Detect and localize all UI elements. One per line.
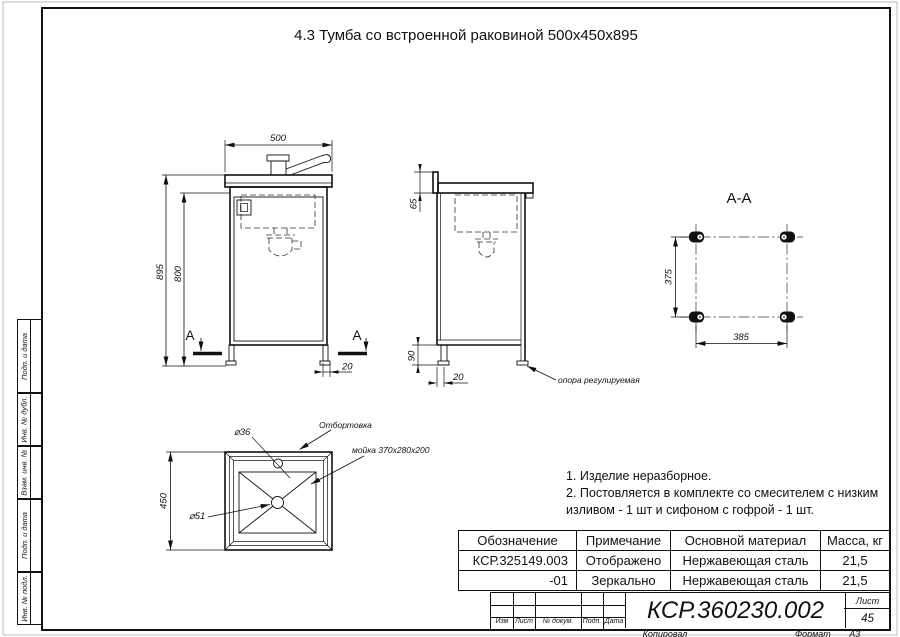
tb-label-dokum: № докум. bbox=[542, 618, 574, 625]
svg-text:500: 500 bbox=[270, 133, 287, 144]
callout-drain-hole: ⌀51 bbox=[189, 504, 271, 522]
svg-text:895: 895 bbox=[155, 263, 166, 280]
drawing-title: 4.3 Тумба со встроенной раковиной 500х45… bbox=[294, 27, 638, 44]
tb-label-podp: Подп. bbox=[582, 618, 602, 625]
svg-text:⌀36: ⌀36 bbox=[234, 427, 251, 438]
svg-text:Отбортовка: Отбортовка bbox=[319, 420, 372, 430]
front-view: 500 895 800 А bbox=[155, 133, 369, 377]
col-header: Основной материал bbox=[670, 530, 821, 551]
dim-front-height-total: 895 bbox=[155, 174, 226, 367]
callout-sink-size: мойка 370х280х200 bbox=[310, 445, 430, 485]
svg-text:375: 375 bbox=[664, 268, 675, 285]
stamp-inv-podl: Инв. № подл. bbox=[17, 572, 42, 625]
svg-text:20: 20 bbox=[341, 362, 353, 373]
format-value: А3 bbox=[849, 629, 861, 637]
spec-row: -01 Зеркально Нержавеющая сталь 21,5 bbox=[458, 570, 890, 591]
stamp-label-col: Взам. инв. № bbox=[18, 447, 31, 498]
drain-hole bbox=[271, 496, 284, 509]
svg-text:опора регулируемая: опора регулируемая bbox=[558, 375, 640, 385]
note-cell: Зеркально bbox=[576, 570, 671, 591]
document-number: КСР.360230.002 bbox=[625, 593, 846, 628]
svg-text:⌀51: ⌀51 bbox=[189, 511, 205, 522]
section-mark-right: А bbox=[338, 328, 369, 356]
note-1: 1. Изделие неразборное. bbox=[566, 469, 712, 483]
spec-header-row: Обозначение Примечание Основной материал… bbox=[458, 530, 890, 551]
tb-label-list: Лист bbox=[514, 618, 534, 625]
svg-text:А: А bbox=[185, 328, 194, 343]
note-cell: Отображено bbox=[576, 550, 671, 571]
designation-cell: -01 bbox=[458, 570, 577, 591]
mass-cell: 21,5 bbox=[820, 550, 890, 571]
callout-faucet-hole: ⌀36 bbox=[234, 427, 291, 479]
stamp-podp-data-2: Подп. и дата bbox=[17, 499, 42, 572]
svg-text:65: 65 bbox=[409, 198, 420, 209]
dim-side-top: 65 bbox=[409, 164, 433, 212]
side-view: 65 90 20 опора bbox=[407, 164, 640, 387]
title-block: Изм Лист № докум. Подп. Дата КСР.360230.… bbox=[490, 592, 891, 630]
dim-side-leg-height: 90 bbox=[407, 337, 449, 373]
hidden-sink-front bbox=[240, 194, 316, 257]
stamp-inv-dubl: Инв. № дубл. bbox=[17, 393, 42, 446]
col-header: Масса, кг bbox=[820, 530, 890, 551]
section-mark-left: А bbox=[185, 328, 222, 356]
sheet-number: 45 bbox=[861, 612, 874, 625]
support-callout: опора регулируемая bbox=[526, 365, 640, 385]
tb-label-izm: Изм bbox=[495, 618, 509, 625]
dim-front-height-body: 800 bbox=[173, 192, 230, 366]
section-aa-view: А-А 375 bbox=[664, 190, 803, 348]
svg-text:90: 90 bbox=[407, 350, 418, 361]
tb-label-data: Дата bbox=[604, 618, 624, 625]
svg-text:А-А: А-А bbox=[726, 190, 751, 207]
faucet-front bbox=[266, 154, 331, 176]
svg-text:мойка 370х280х200: мойка 370х280х200 bbox=[352, 445, 430, 455]
stamp-label-col: Подп. и дата bbox=[18, 500, 31, 571]
stamp-podp-data-1: Подп. и дата bbox=[17, 319, 42, 393]
dim-front-leg-inset: 20 bbox=[314, 362, 353, 377]
svg-text:20: 20 bbox=[452, 372, 464, 383]
svg-text:385: 385 bbox=[733, 332, 750, 343]
stamp-label-col: Подп. и дата bbox=[18, 320, 31, 392]
svg-text:А: А bbox=[352, 328, 361, 343]
sheet-label: Лист bbox=[844, 593, 891, 609]
stamp-vzam-inv: Взам. инв. № bbox=[17, 446, 42, 499]
material-cell: Нержавеющая сталь bbox=[670, 570, 821, 591]
dim-section-width: 385 bbox=[695, 325, 788, 348]
material-cell: Нержавеющая сталь bbox=[670, 550, 821, 571]
leg-sections bbox=[689, 231, 795, 323]
dim-sink-depth: 450 bbox=[159, 451, 225, 551]
spec-table: Обозначение Примечание Основной материал… bbox=[458, 530, 890, 591]
designation-cell: КСР.325149.003 bbox=[458, 550, 577, 571]
col-header: Примечание bbox=[576, 530, 671, 551]
mass-cell: 21,5 bbox=[820, 570, 890, 591]
svg-text:450: 450 bbox=[159, 492, 170, 509]
format-label: Формат А3 bbox=[795, 629, 860, 637]
sink-top-view: ⌀36 ⌀51 Отбортовка мойка 370х280х200 450 bbox=[159, 420, 430, 551]
hidden-sink-side bbox=[454, 194, 518, 258]
dim-front-width: 500 bbox=[224, 133, 333, 172]
drawing-frame bbox=[41, 7, 891, 631]
front-legs bbox=[225, 344, 331, 366]
notes-block: 1. Изделие неразборное. 2. Постовляется … bbox=[566, 468, 890, 519]
dim-section-depth: 375 bbox=[664, 236, 689, 318]
faucet-hole bbox=[273, 458, 283, 469]
col-header: Обозначение bbox=[458, 530, 577, 551]
stamp-label-col: Инв. № подл. bbox=[18, 573, 31, 624]
stamp-label-col: Инв. № дубл. bbox=[18, 394, 31, 445]
dim-side-leg-inset: 20 bbox=[428, 367, 468, 387]
door-vent bbox=[236, 199, 252, 216]
copied-by-label: Копировал bbox=[642, 629, 688, 637]
note-2: 2. Постовляется в комплекте со смесителе… bbox=[566, 486, 879, 517]
callout-flange: Отбортовка bbox=[299, 420, 372, 450]
format-word: Формат bbox=[795, 629, 831, 637]
svg-text:800: 800 bbox=[173, 265, 184, 282]
spec-row: КСР.325149.003 Отображено Нержавеющая ст… bbox=[458, 550, 890, 571]
